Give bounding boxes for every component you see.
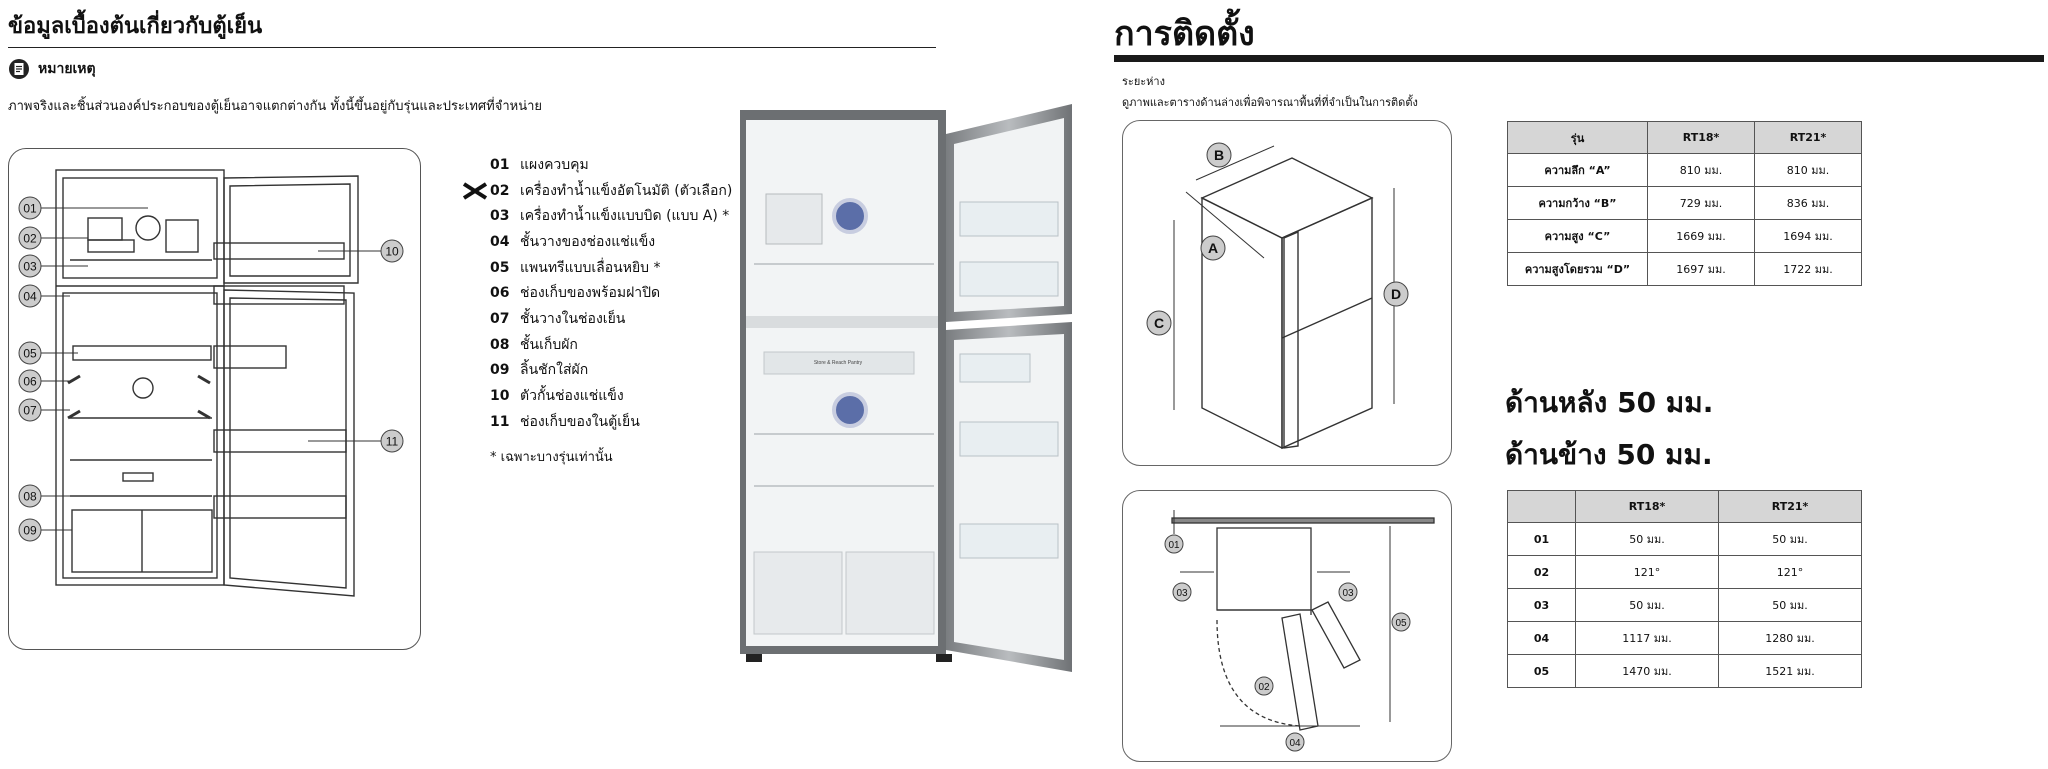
clearance-label-02: 02 [1258,682,1270,693]
dim-letter-c: C [1154,315,1164,331]
table-row: ความกว้าง “B” 729 มม. 836 มม. [1507,186,1862,220]
callout-06: 06 [23,375,37,389]
clearance-table: RT18* RT21* 01 50 มม. 50 มม. 02 121° 121… [1507,490,1862,688]
clearance-drawing: 01 02 03 03 04 05 [1164,510,1435,752]
clearance-label-03-left: 03 [1176,588,1188,599]
callout-05: 05 [23,347,37,361]
table-header-row: รุ่น RT18* RT21* [1507,121,1862,154]
side-clearance-text: ด้านข้าง 50 มม. [1505,438,1713,471]
section-title-basics: ข้อมูลเบื้องต้นเกี่ยวกับตู้เย็น [8,14,263,39]
dimension-drawing: A B C D [1146,142,1409,450]
section-title-installation: การติดตั้ง [1114,14,1255,54]
cross-mark-icon [462,181,488,200]
clearance-label-03-right: 03 [1342,588,1354,599]
callout-10: 10 [385,245,399,259]
rear-clearance-text: ด้านหลัง 50 มม. [1505,386,1714,419]
dim-letter-d: D [1391,286,1401,302]
callout-03: 03 [23,260,37,274]
disclaimer-text: ภาพจริงและชิ้นส่วนองค์ประกอบของตู้เย็นอา… [8,99,543,114]
table-row: 04 1117 มม. 1280 มม. [1507,621,1862,655]
table-header: RT21* [1754,121,1862,154]
dimensions-table: รุ่น RT18* RT21* ความลึก “A” 810 มม. 810… [1507,121,1862,286]
table-header: RT18* [1647,121,1755,154]
fridge-photo: Store & Reach Pantry [740,104,1072,672]
clearance-label-04: 04 [1289,738,1301,749]
footnote: * เฉพาะบางรุ่นเท่านั้น [490,450,613,465]
callout-02: 02 [23,232,37,246]
callout-11: 11 [386,435,399,449]
note-heading: หมายเหตุ [38,61,96,77]
dim-letter-b: B [1214,147,1224,163]
fridge-line-drawing: 01 02 03 04 05 06 07 08 09 10 11 [18,169,404,597]
table-row: ความลึก “A” 810 มม. 810 มม. [1507,153,1862,187]
dim-letter-a: A [1208,240,1218,256]
clearance-description: ดูภาพและตารางด้านล่างเพื่อพิจารณาพื้นที่… [1122,96,1418,109]
callout-08: 08 [23,490,37,504]
table-row: ความสูง “C” 1669 มม. 1694 มม. [1507,219,1862,253]
table-row: ความสูงโดยรวม “D” 1697 มม. 1722 มม. [1507,252,1862,286]
dimension-diagram-panel: A B C D [1122,120,1452,466]
title-thick-rule [1114,55,2044,62]
note-heading-row: หมายเหตุ [8,58,96,80]
clearance-subtitle: ระยะห่าง [1122,75,1165,88]
table-header: รุ่น [1507,121,1648,154]
table-row: 02 121° 121° [1507,555,1862,589]
table-header-row: RT18* RT21* [1507,490,1862,523]
callout-04: 04 [23,290,37,304]
callout-09: 09 [23,524,37,538]
table-header [1507,490,1576,523]
title-underline [8,47,936,48]
pantry-label: Store & Reach Pantry [814,360,863,366]
clearance-label-05: 05 [1395,618,1407,629]
note-icon [9,59,29,79]
clearance-diagram-panel: 01 02 03 03 04 05 [1122,490,1452,762]
table-header: RT18* [1575,490,1719,523]
table-row: 05 1470 มม. 1521 มม. [1507,654,1862,688]
callout-07: 07 [23,404,37,418]
table-row: 03 50 มม. 50 มม. [1507,588,1862,622]
table-row: 01 50 มม. 50 มม. [1507,522,1862,556]
fridge-diagram-panel: 01 02 03 04 05 06 07 08 09 10 11 [8,148,421,650]
callout-01: 01 [23,202,37,216]
table-header: RT21* [1718,490,1862,523]
clearance-label-01: 01 [1168,540,1180,551]
